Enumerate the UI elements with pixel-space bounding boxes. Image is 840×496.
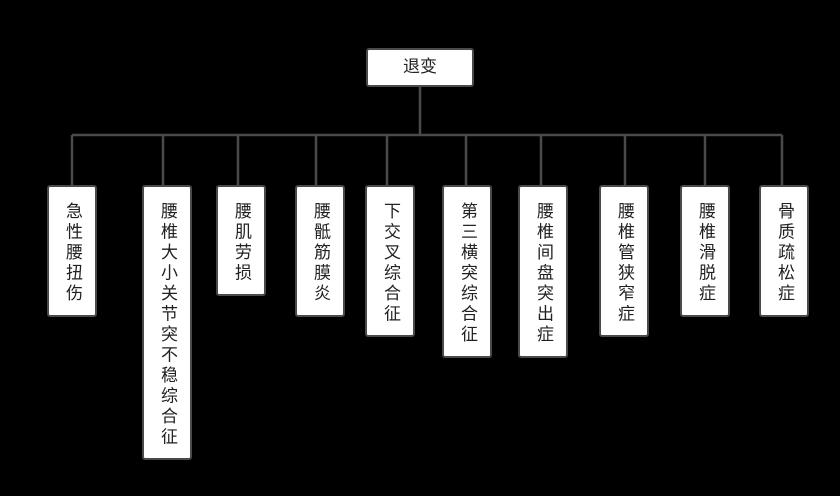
child-node-lumbar-muscle-strain: 腰肌劳损 <box>216 185 266 296</box>
child-label: 第三横突综合征 <box>457 202 477 346</box>
child-label: 急性腰扭伤 <box>62 202 82 305</box>
child-label: 腰椎管狭窄症 <box>614 202 634 325</box>
child-label: 腰椎滑脱症 <box>695 202 715 305</box>
child-label: 骨质疏松症 <box>774 202 794 305</box>
child-label: 腰肌劳损 <box>231 202 251 284</box>
child-node-spondylolisthesis: 腰椎滑脱症 <box>680 185 730 317</box>
root-node: 退变 <box>366 48 474 87</box>
child-node-facet-instability: 腰椎大小关节突不稳综合征 <box>142 185 192 460</box>
child-node-spinal-stenosis: 腰椎管狭窄症 <box>599 185 649 337</box>
child-node-lumbosacral-fasciitis: 腰骶筋膜炎 <box>295 185 345 317</box>
child-label: 腰椎大小关节突不稳综合征 <box>157 202 177 448</box>
child-node-third-transverse-process: 第三横突综合征 <box>442 185 492 358</box>
child-label: 腰椎间盘突出症 <box>533 202 553 346</box>
child-label: 腰骶筋膜炎 <box>310 202 330 305</box>
child-label: 下交叉综合征 <box>380 202 400 325</box>
child-node-lower-crossed-syndrome: 下交叉综合征 <box>365 185 415 337</box>
child-node-acute-lumbar-sprain: 急性腰扭伤 <box>47 185 97 317</box>
child-node-disc-herniation: 腰椎间盘突出症 <box>518 185 568 358</box>
child-node-osteoporosis: 骨质疏松症 <box>759 185 809 317</box>
root-label: 退变 <box>403 57 437 77</box>
